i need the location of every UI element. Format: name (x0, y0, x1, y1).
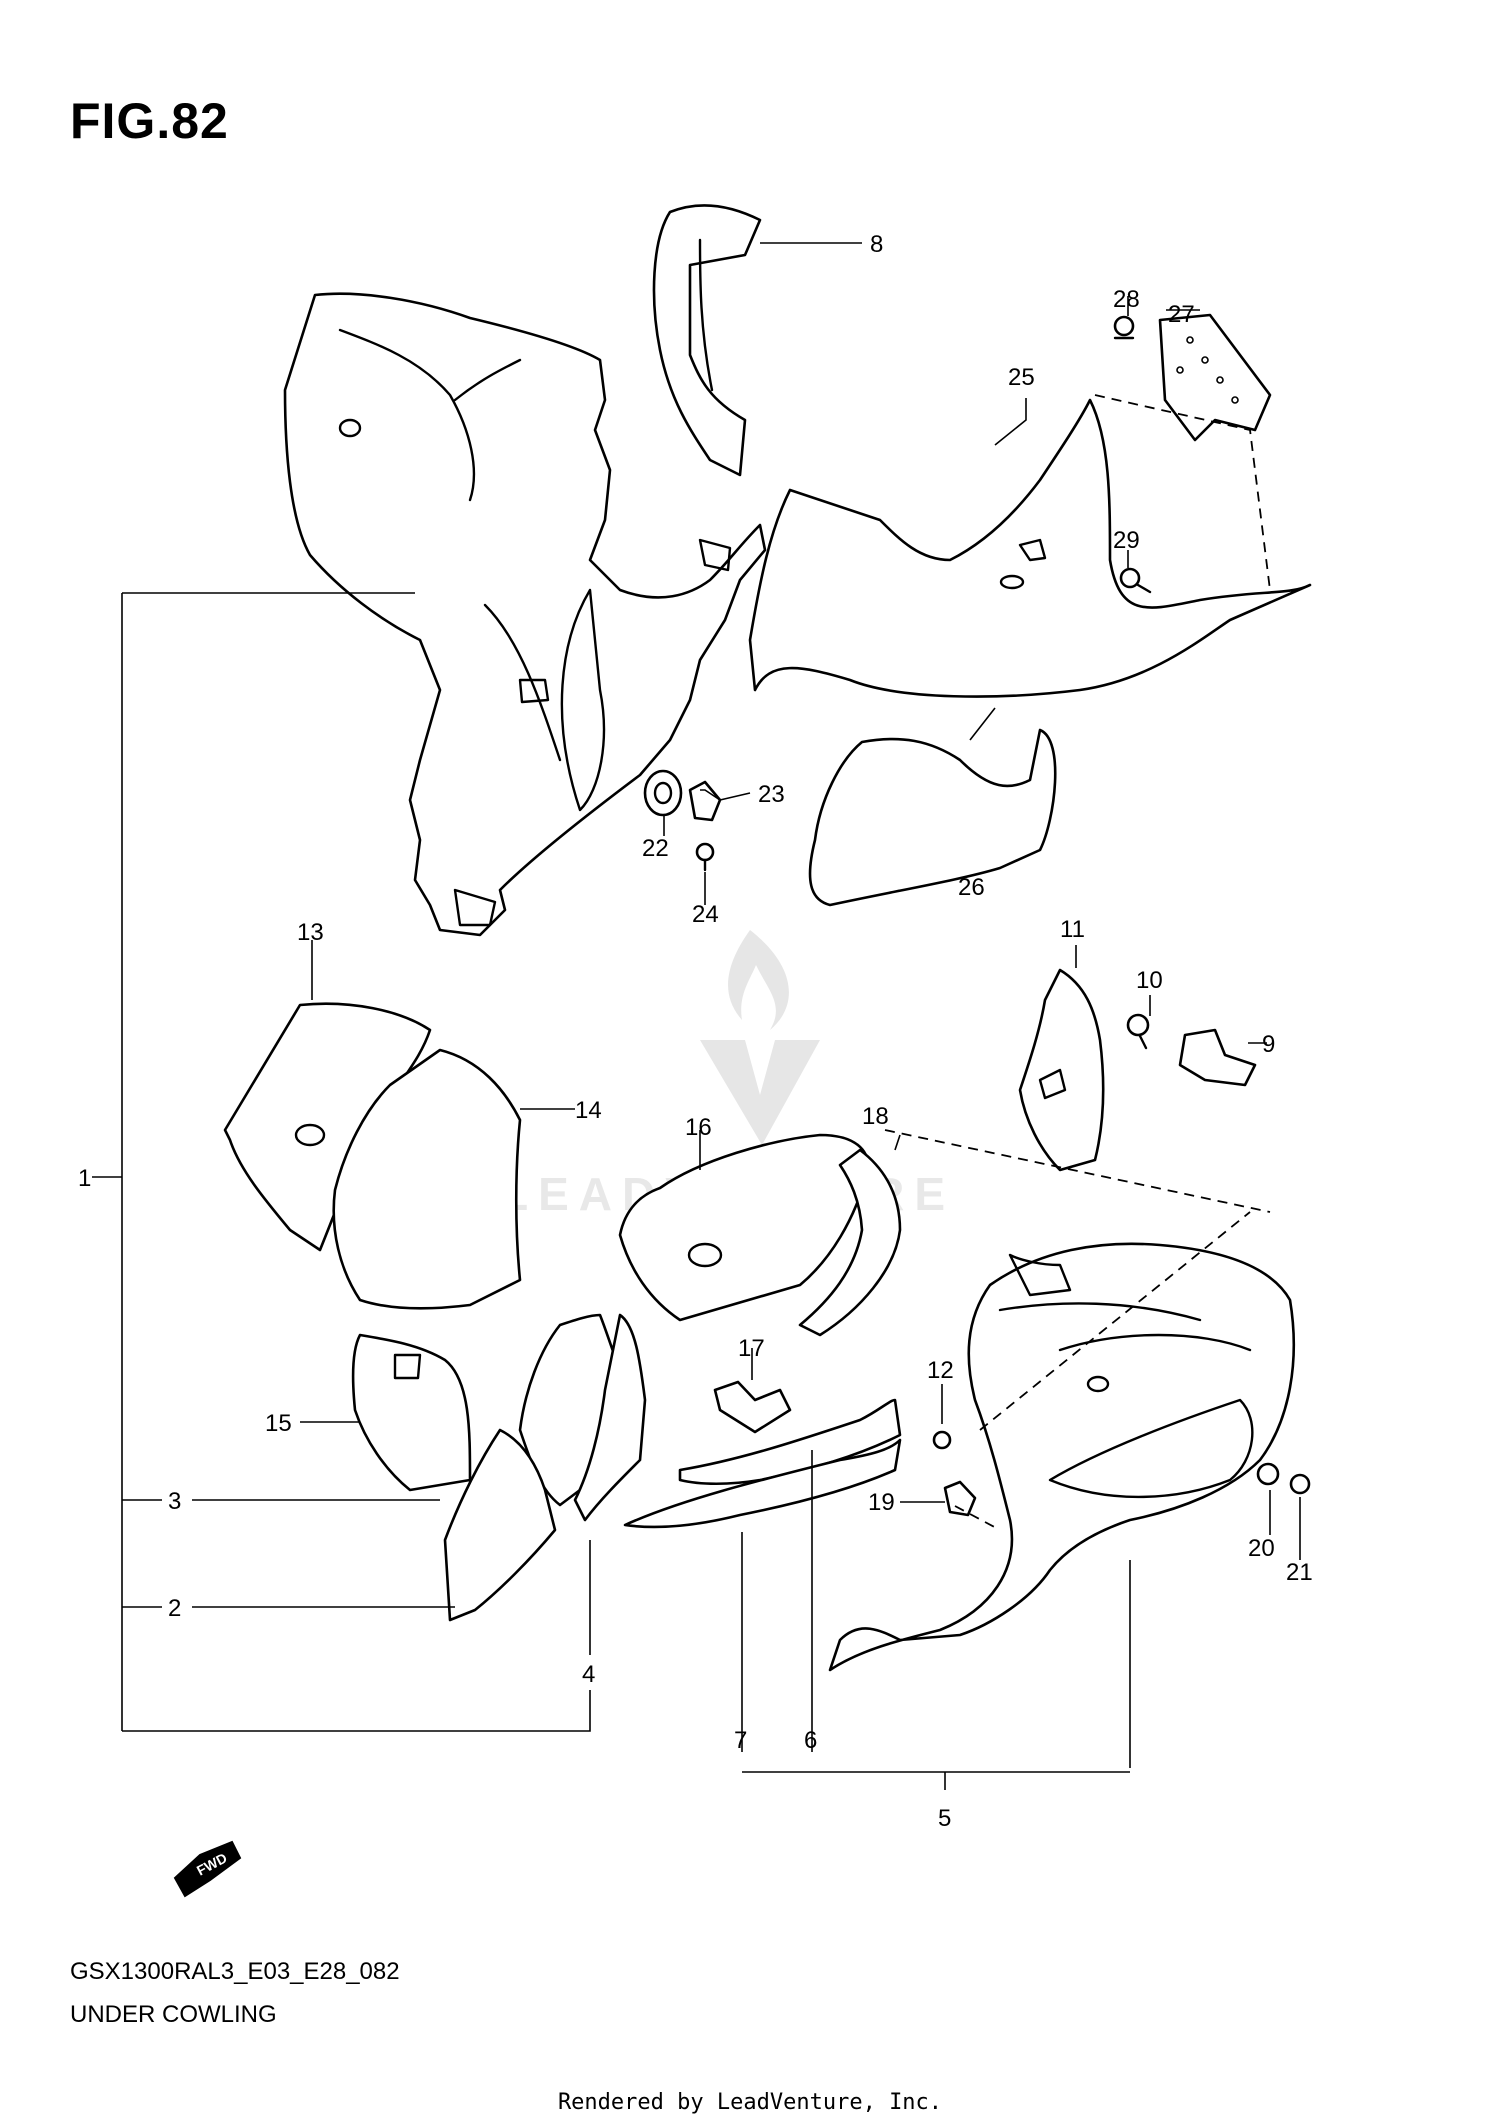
callout-4: 4 (582, 1661, 595, 1688)
part-29-screw[interactable] (1119, 567, 1152, 594)
callout-20: 20 (1248, 1535, 1275, 1562)
callout-26: 26 (958, 874, 985, 901)
model-code: GSX1300RAL3_E03_E28_082 (70, 1958, 400, 1985)
part-21-screw[interactable] (1289, 1473, 1311, 1495)
part-12-screw[interactable] (932, 1430, 952, 1450)
part-8-duct[interactable] (652, 204, 762, 477)
callout-6: 6 (804, 1727, 817, 1754)
part-20-nut[interactable] (1256, 1462, 1280, 1486)
callout-5: 5 (938, 1805, 951, 1832)
part-15-bracket[interactable] (351, 1333, 472, 1492)
callout-19: 19 (868, 1489, 895, 1516)
part-9-bracket[interactable] (1178, 1028, 1257, 1087)
callout-labels: 1 2 3 4 5 6 7 8 9 10 11 12 13 14 15 16 1… (78, 231, 1313, 1832)
fwd-arrow-icon: FWD (173, 1840, 242, 1898)
callout-7: 7 (734, 1727, 747, 1754)
callout-18: 18 (862, 1103, 889, 1130)
part-18-panel[interactable] (798, 1148, 902, 1337)
part-14-panel[interactable] (332, 1048, 522, 1310)
part-7-strip[interactable] (623, 1438, 902, 1529)
part-4-panel[interactable] (573, 1313, 647, 1522)
part-10-screw[interactable] (1126, 1013, 1150, 1050)
leader-lines (92, 242, 1301, 1790)
callout-29: 29 (1113, 527, 1140, 554)
part-24-bolt[interactable] (695, 842, 715, 872)
part-23-nut[interactable] (688, 780, 722, 822)
callout-17: 17 (738, 1335, 765, 1362)
callout-11: 11 (1060, 916, 1085, 943)
callout-15: 15 (265, 1410, 292, 1437)
part-26-panel[interactable] (808, 728, 1057, 907)
callout-27: 27 (1168, 301, 1195, 328)
part-25-side-panel[interactable] (748, 398, 1312, 698)
part-1-inner-cowling[interactable] (283, 292, 767, 937)
part-19-grommet[interactable] (943, 1480, 977, 1517)
rendered-by-credit: Rendered by LeadVenture, Inc. (557, 2090, 943, 2115)
callout-25: 25 (1008, 364, 1035, 391)
callout-22: 22 (642, 835, 669, 862)
section-name: UNDER COWLING (70, 2001, 277, 2028)
callout-14: 14 (575, 1097, 602, 1124)
callout-12: 12 (927, 1357, 954, 1384)
part-27-bracket[interactable] (1158, 313, 1272, 442)
callout-2: 2 (168, 1595, 181, 1622)
callout-3: 3 (168, 1488, 181, 1515)
part-6-strip[interactable] (678, 1398, 902, 1486)
callout-28: 28 (1113, 286, 1140, 313)
part-16-panel[interactable] (618, 1133, 870, 1322)
part-5-lower-cowling[interactable] (828, 1242, 1295, 1672)
callout-24: 24 (692, 901, 719, 928)
part-22-grommet[interactable] (643, 769, 683, 817)
callout-16: 16 (685, 1114, 712, 1141)
part-2-panel[interactable] (443, 1428, 557, 1622)
callout-10: 10 (1136, 967, 1163, 994)
part-11-bracket[interactable] (1018, 968, 1105, 1172)
callout-9: 9 (1262, 1031, 1275, 1058)
callout-1: 1 (78, 1165, 91, 1192)
callout-13: 13 (297, 919, 324, 946)
callout-8: 8 (870, 231, 883, 258)
part-28-screw[interactable] (1113, 315, 1135, 340)
part-17-clip[interactable] (713, 1380, 792, 1434)
callout-21: 21 (1286, 1559, 1313, 1586)
figure-title: FIG.82 (70, 93, 229, 149)
callout-23: 23 (758, 781, 785, 808)
